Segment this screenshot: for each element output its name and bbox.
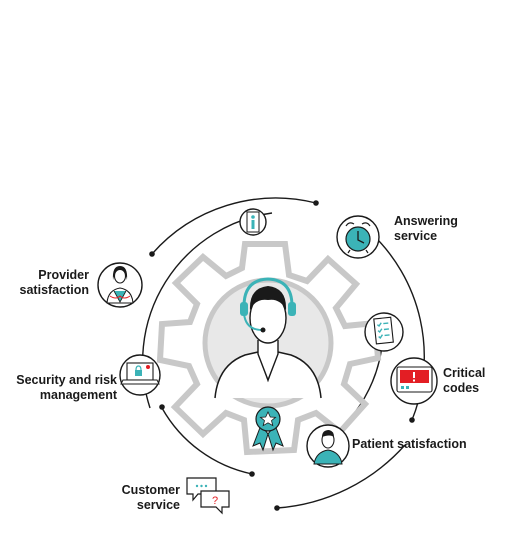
svg-text:?: ? — [212, 495, 218, 507]
laptop-security-icon — [119, 354, 161, 396]
patient-satisfaction-label: Patient satisfaction — [352, 437, 467, 451]
agent-portrait — [202, 277, 334, 409]
answering-service-label: Answering service — [394, 214, 458, 243]
arc-bottom-inner — [161, 407, 253, 475]
arc-bottom-outer — [276, 444, 406, 509]
provider-avatar-icon — [97, 262, 143, 308]
arc-top — [151, 197, 317, 255]
security-risk-label: Security and risk management — [16, 373, 117, 402]
info-icon — [239, 208, 267, 236]
customer-service-label: Customer service — [121, 483, 180, 512]
chat-bubbles-icon: ? — [186, 477, 230, 515]
connector-dots — [149, 200, 415, 511]
award-ribbon-icon — [252, 406, 284, 452]
critical-code-pager-icon — [390, 357, 438, 405]
checklist-icon — [364, 312, 404, 352]
provider-satisfaction-label: Provider satisfaction — [19, 268, 89, 297]
gear-icon — [156, 241, 382, 456]
critical-codes-label: Critical codes — [443, 366, 486, 395]
headset-agent-icon — [240, 277, 296, 333]
patient-avatar-icon — [306, 424, 350, 468]
alarm-clock-icon — [336, 215, 380, 259]
